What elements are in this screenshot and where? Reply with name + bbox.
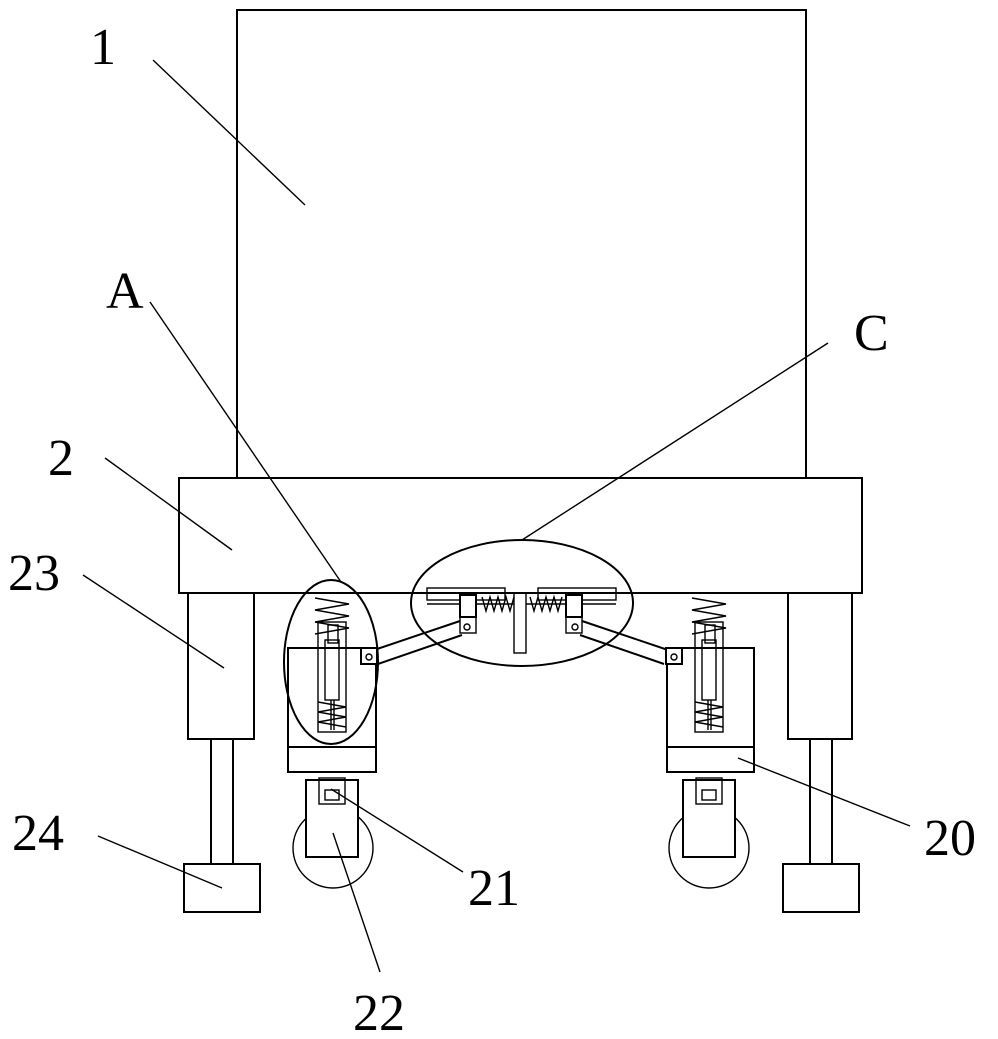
left-wheel-assembly [287,597,377,889]
label-2: 2 [48,430,74,487]
label-23: 23 [8,545,60,602]
leader-lines [82,59,911,973]
label-24: 24 [12,805,64,862]
label-1: 1 [90,19,116,76]
label-21: 21 [468,860,520,917]
label-20: 20 [924,810,976,867]
central-linkage [360,587,683,665]
detail-a-ellipse [283,579,379,745]
label-22: 22 [353,985,405,1039]
main-body [236,9,807,479]
left-support-leg [183,592,261,913]
right-wheel-assembly [666,597,755,889]
label-a: A [106,263,144,320]
right-support-leg [782,592,860,913]
label-c: C [854,305,889,362]
detail-c-ellipse [410,539,634,667]
